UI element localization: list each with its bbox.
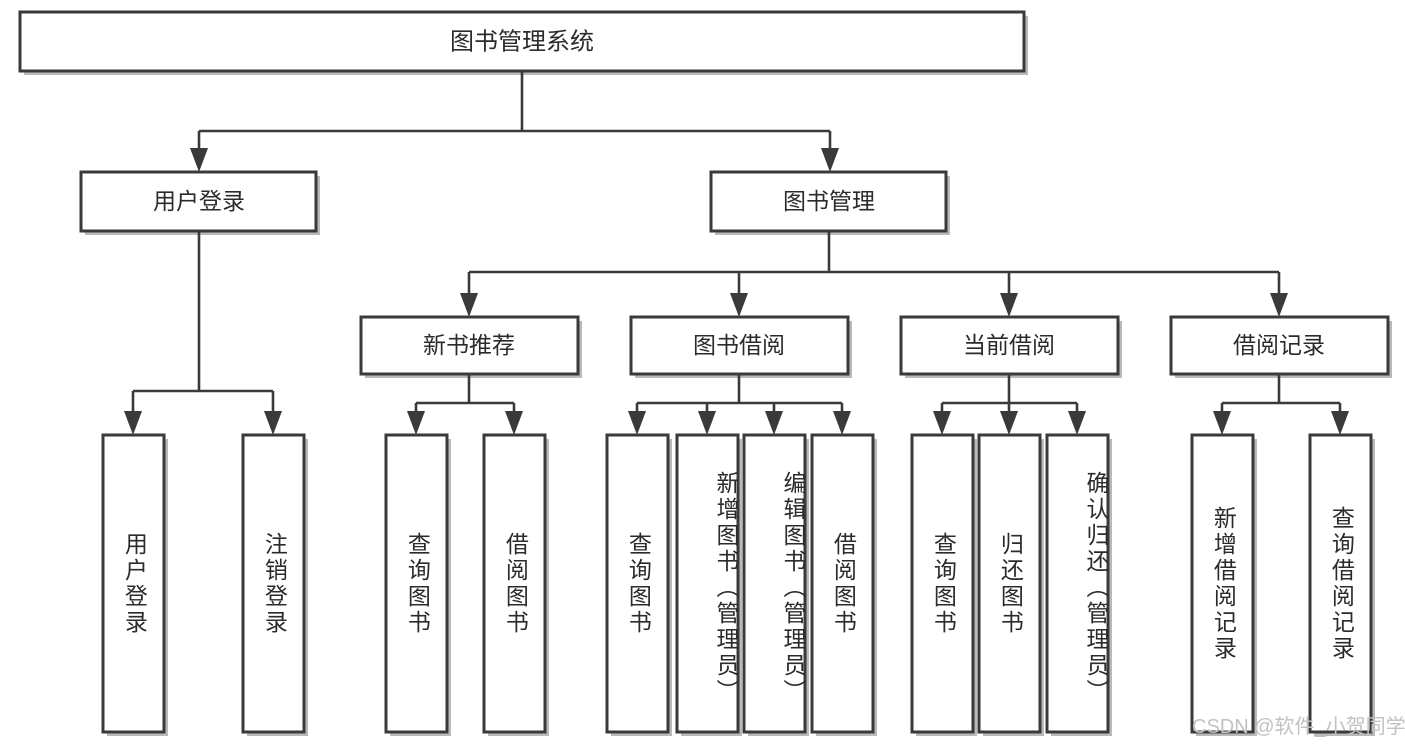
connector-current-borrow-to-leaves [933, 374, 1086, 435]
node-borrow-record[interactable]: 借阅记录 [1169, 315, 1392, 378]
node-root-label: 图书管理系统 [450, 28, 594, 55]
leaf-node-query-book-1[interactable] [384, 433, 451, 736]
leaf-node-edit-book[interactable] [742, 433, 809, 736]
arrow-head-icon [933, 411, 951, 435]
arrow-head-icon [1000, 293, 1018, 317]
leaf-query-record-box [1308, 433, 1373, 734]
arrow-head-icon [264, 411, 282, 435]
arrow-head-icon [628, 411, 646, 435]
leaf-node-borrow-book-1[interactable] [482, 433, 549, 736]
leaf-borrow-book-1-box [482, 433, 547, 734]
arrow-head-icon [1213, 411, 1231, 435]
leaf-node-confirm-return[interactable] [1045, 433, 1112, 736]
node-new-book-recommend[interactable]: 新书推荐 [359, 315, 582, 378]
node-user-login[interactable]: 用户登录 [79, 170, 320, 235]
connector-book-borrow-to-leaves [628, 374, 851, 435]
node-root-box [18, 10, 1026, 73]
leaf-confirm-return-box [1045, 433, 1110, 734]
leaf-node-query-record[interactable] [1308, 433, 1375, 736]
node-current-borrow[interactable]: 当前借阅 [899, 315, 1122, 378]
node-user-login-label: 用户登录 [153, 188, 245, 214]
arrow-head-icon [730, 293, 748, 317]
leaf-node-logout-login[interactable] [241, 433, 308, 736]
node-new-book-recommend-box [359, 315, 580, 376]
arrow-head-icon [1270, 293, 1288, 317]
arrow-head-icon [407, 411, 425, 435]
arrow-head-icon [505, 411, 523, 435]
leaf-edit-book-box [742, 433, 807, 734]
leaf-query-book-3-box [910, 433, 975, 734]
node-current-borrow-label: 当前借阅 [963, 332, 1055, 358]
node-borrow-record-box [1169, 315, 1390, 376]
leaf-node-add-book[interactable] [675, 433, 742, 736]
arrow-head-icon [190, 148, 208, 172]
leaf-node-query-book-2[interactable] [605, 433, 672, 736]
node-book-borrow[interactable]: 图书借阅 [629, 315, 852, 378]
node-user-login-box [79, 170, 318, 233]
leaf-add-record-box [1190, 433, 1255, 734]
node-current-borrow-box [899, 315, 1120, 376]
leaf-user-login-box [101, 433, 166, 734]
arrow-head-icon [124, 411, 142, 435]
connector-book-management-to-level3 [460, 231, 1288, 317]
node-book-management-label: 图书管理 [783, 188, 875, 214]
leaf-node-add-record[interactable] [1190, 433, 1257, 736]
leaf-node-return-book[interactable] [977, 433, 1044, 736]
arrow-head-icon [833, 411, 851, 435]
arrow-head-icon [1000, 411, 1018, 435]
arrow-head-icon [698, 411, 716, 435]
connector-root-to-level2 [190, 71, 839, 172]
node-borrow-record-label: 借阅记录 [1233, 332, 1325, 358]
connector-user-login-to-leaves [124, 231, 282, 435]
leaf-node-user-login[interactable] [101, 433, 168, 736]
node-book-management[interactable]: 图书管理 [709, 170, 950, 235]
node-book-borrow-label: 图书借阅 [693, 332, 785, 358]
leaf-logout-login-box [241, 433, 306, 734]
leaf-borrow-book-2-box [810, 433, 875, 734]
arrow-head-icon [1068, 411, 1086, 435]
arrow-head-icon [460, 293, 478, 317]
connector-new-book-recommend-to-leaves [407, 374, 523, 435]
leaf-add-book-box [675, 433, 740, 734]
arrow-head-icon [821, 148, 839, 172]
leaf-query-book-2-box [605, 433, 670, 734]
connector-borrow-record-to-leaves [1213, 374, 1349, 435]
arrow-head-icon [765, 411, 783, 435]
arrow-head-icon [1331, 411, 1349, 435]
watermark-text: CSDN @软件_小贺同学 [1192, 716, 1405, 738]
leaf-node-borrow-book-2[interactable] [810, 433, 877, 736]
leaf-return-book-box [977, 433, 1042, 734]
node-new-book-recommend-label: 新书推荐 [423, 332, 515, 358]
leaf-query-book-1-box [384, 433, 449, 734]
node-root[interactable]: 图书管理系统 [18, 10, 1028, 75]
leaf-node-query-book-3[interactable] [910, 433, 977, 736]
